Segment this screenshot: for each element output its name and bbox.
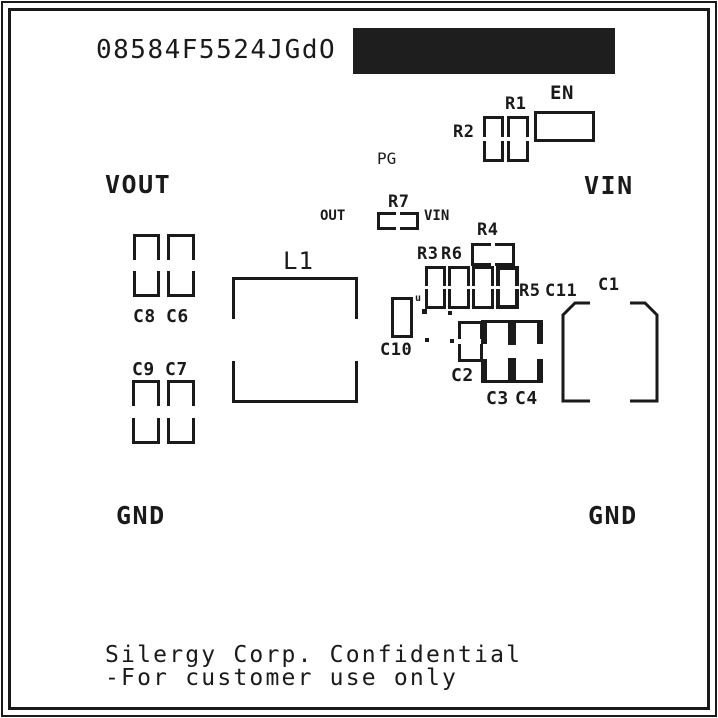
c2-label: C2 [451,365,474,386]
fiducial-dot [450,339,454,343]
u1-mark: u [415,293,422,304]
c2-footprint [458,321,483,362]
c10-footprint [391,297,413,338]
l1-footprint [232,277,358,403]
en-label: EN [550,82,574,104]
r7-label: R7 [388,192,410,212]
en-connector-outline [534,111,595,142]
r2-footprint [483,116,504,162]
pg-label: PG [377,149,397,168]
fiducial-dot [422,309,427,314]
c11-label: C11 [545,281,578,301]
gnd-left-label: GND [116,501,166,530]
r1-label: R1 [505,94,527,114]
fiducial-dot [425,338,429,342]
c10-label: C10 [380,340,413,360]
c8-footprint [133,234,160,297]
c11-footprint [496,266,519,309]
c8-label: C8 [133,306,156,327]
c6-label: C6 [166,306,189,327]
c7-footprint [167,380,195,444]
r4-footprint [471,243,515,266]
board-code: 08584F5524JGdO [96,35,337,65]
r6-label: R6 [441,244,463,264]
footer-line2: -For customer use only [105,665,459,691]
c1-footprint [561,301,659,403]
r5-label: R5 [519,281,541,301]
c9-footprint [132,380,160,444]
vin-terminal-label: VIN [584,171,634,200]
vout-terminal-label: VOUT [105,170,172,199]
out-node-label: OUT [320,208,346,224]
r7-footprint [377,212,419,230]
fiducial-dot [448,311,452,315]
r3-label: R3 [417,244,439,264]
c9-label: C9 [132,359,155,380]
c3-c4-footprint [481,320,543,383]
c3-label: C3 [486,388,509,409]
r1-footprint [507,116,529,162]
gnd-right-label: GND [588,501,638,530]
r3-footprint [425,266,446,309]
c7-label: C7 [165,359,188,380]
vin-node-label: VIN [424,208,450,224]
redaction-box [353,28,615,74]
r6-footprint [448,266,470,309]
r5-footprint [472,266,494,309]
r4-label: R4 [477,220,499,240]
c4-label: C4 [515,388,538,409]
l1-label: L1 [283,247,314,275]
footer-line1: Silergy Corp. Confidential [105,642,523,668]
c1-label: C1 [598,275,620,295]
c6-footprint [167,234,195,297]
r2-label: R2 [453,122,475,142]
